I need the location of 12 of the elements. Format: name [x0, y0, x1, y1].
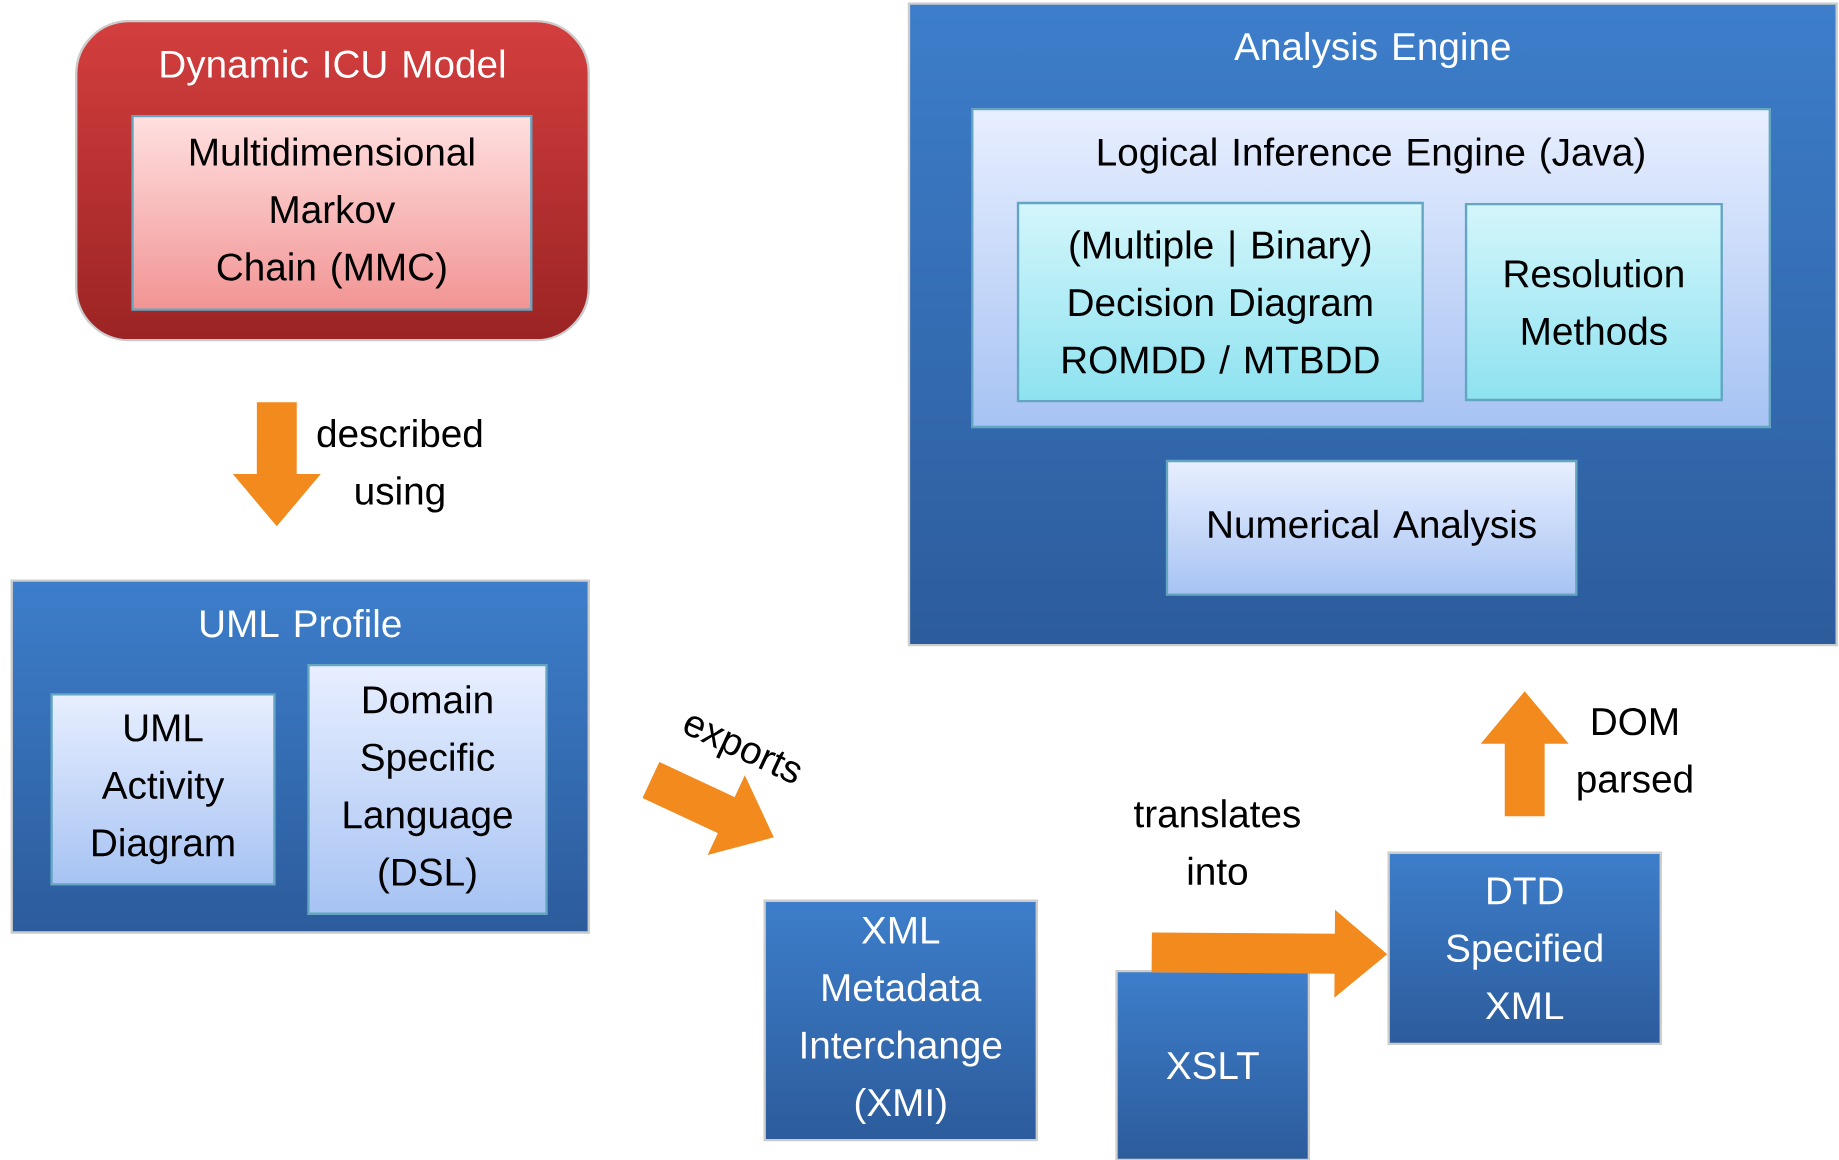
- model-box: Multidimensional Markov Chain (MMC): [131, 115, 533, 311]
- diagram-box: UML Activity Diagram: [50, 693, 276, 886]
- analysis-box: Numerical Analysis: [1165, 459, 1578, 596]
- edge-label: translates into: [1134, 799, 1300, 886]
- method-box: Resolution Methods: [1464, 202, 1723, 402]
- format-box: XML Metadata Interchange (XMI): [763, 899, 1038, 1142]
- tool-box: XSLT: [1115, 970, 1311, 1160]
- diagram-box: (Multiple | Binary) Decision Diagram ROMDD / MTBDD: [1016, 201, 1424, 403]
- edge-label: described using: [317, 418, 482, 513]
- format-box: DTD Specified XML: [1387, 851, 1662, 1046]
- edge-label: DOM parsed: [1578, 707, 1692, 801]
- language-box: Domain Specific Language (DSL): [307, 663, 548, 915]
